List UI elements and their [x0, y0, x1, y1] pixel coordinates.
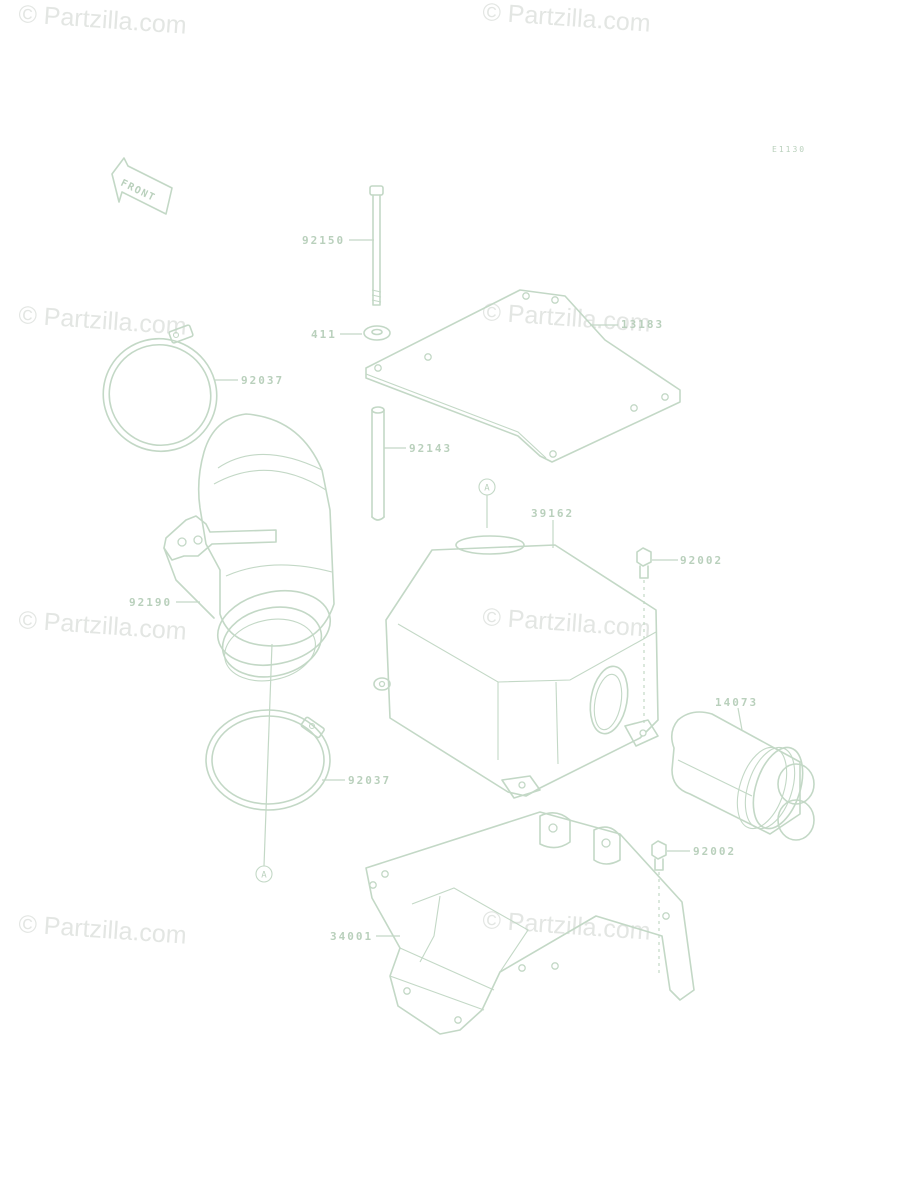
part-label-411: 411	[311, 328, 337, 341]
bolt-long-icon	[369, 185, 384, 306]
svg-text:A: A	[484, 484, 490, 494]
watermark: © Partzilla.com	[18, 301, 188, 341]
bolt-short-upper-icon	[636, 547, 652, 724]
part-label-92037-upper: 92037	[241, 374, 284, 387]
collar-icon	[371, 406, 385, 521]
watermarks: © Partzilla.com © Partzilla.com © Partzi…	[18, 0, 652, 950]
part-label-13183: 13183	[621, 318, 664, 331]
watermark: © Partzilla.com	[18, 0, 188, 40]
watermark: © Partzilla.com	[18, 606, 188, 646]
callout-a-bottom: A	[255, 643, 273, 883]
part-label-92190: 92190	[129, 596, 172, 609]
callout-a-top: A	[478, 478, 496, 528]
front-arrow-icon: FRONT	[111, 157, 173, 215]
reference-code: E1130	[772, 145, 806, 154]
part-label-39162: 39162	[531, 507, 574, 520]
part-label-92002-upper: 92002	[680, 554, 723, 567]
part-label-92002-lower: 92002	[693, 845, 736, 858]
air-cleaner-housing-icon	[373, 535, 659, 799]
bracket-icon	[365, 811, 695, 1035]
intake-duct-icon	[163, 413, 335, 682]
watermark: © Partzilla.com	[482, 603, 652, 643]
part-label-92037-lower: 92037	[348, 774, 391, 787]
air-filter-element-icon	[670, 711, 815, 841]
hose-clamp-lower-icon	[205, 709, 331, 811]
part-label-14073: 14073	[715, 696, 758, 709]
part-label-34001: 34001	[330, 930, 373, 943]
bolt-short-lower-icon	[651, 840, 667, 976]
part-label-92143: 92143	[409, 442, 452, 455]
watermark: © Partzilla.com	[18, 910, 188, 950]
part-label-92150: 92150	[302, 234, 345, 247]
hose-clamp-upper-icon	[102, 324, 218, 453]
part-labels: 92150 411 13183 92037 92143 39162 92002 …	[129, 234, 758, 943]
leader-lines	[176, 239, 743, 937]
plate-icon	[365, 289, 681, 463]
watermark: © Partzilla.com	[482, 0, 652, 38]
washer-icon	[363, 325, 391, 341]
svg-text:A: A	[261, 871, 267, 881]
